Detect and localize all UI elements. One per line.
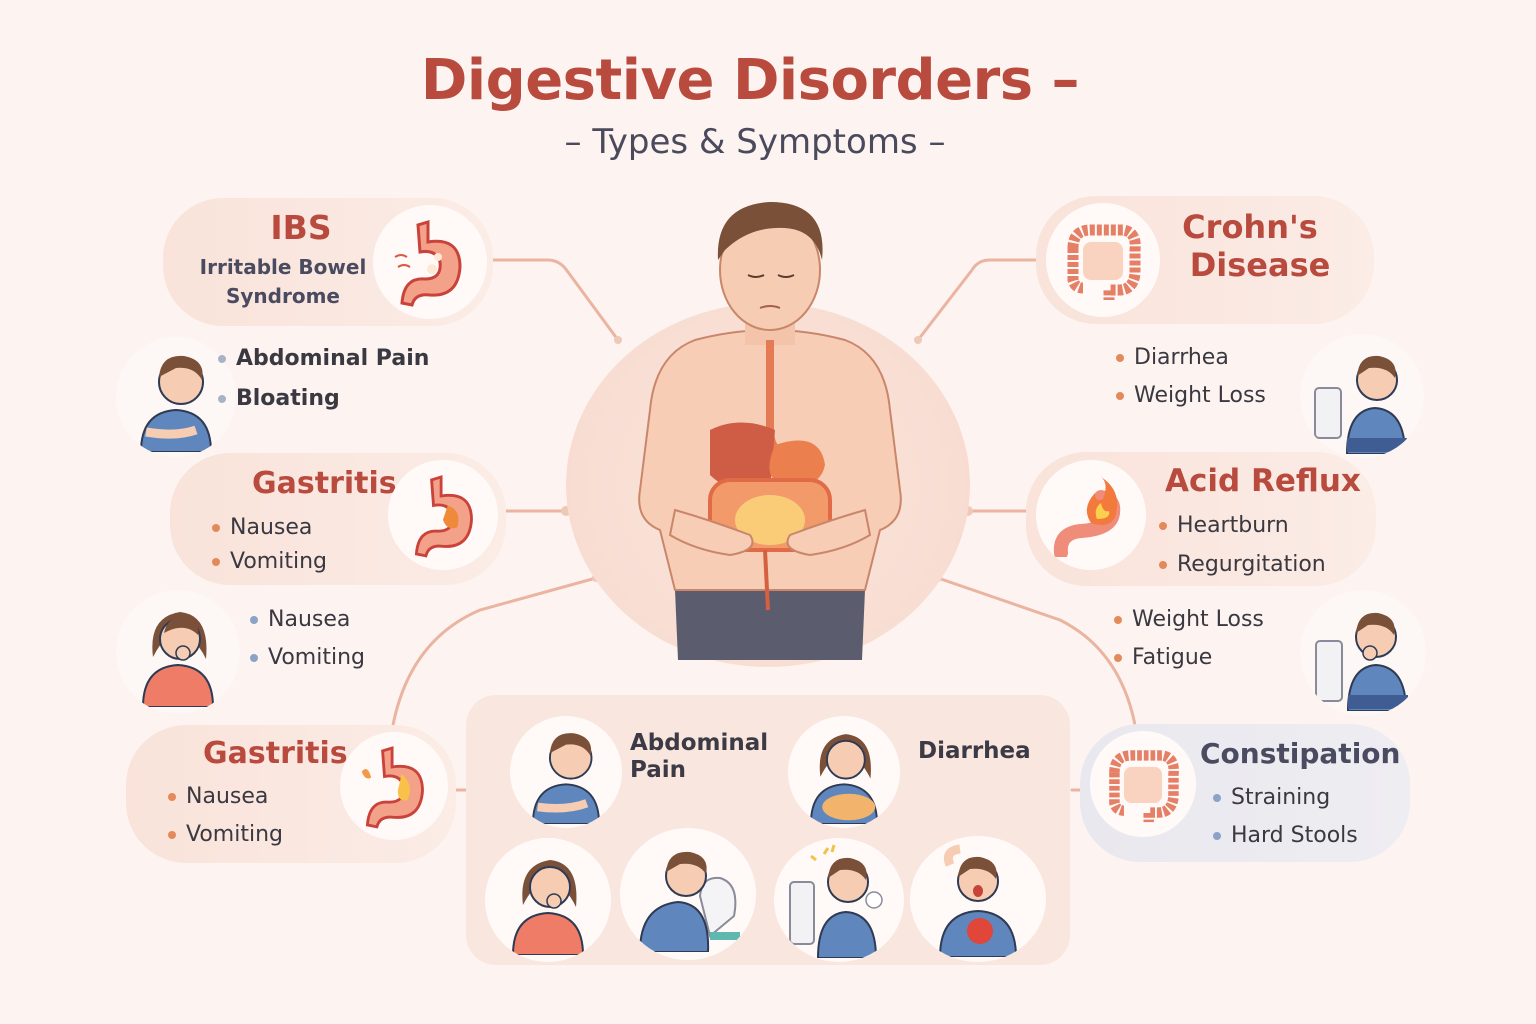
- panel-label-abdominal-line1: Abdominal: [630, 730, 769, 756]
- man-chest-pain-icon: [910, 836, 1046, 962]
- acid-reflux-extra-symptom-item: Weight Loss: [1114, 607, 1264, 632]
- ibs-subtitle-line2: Syndrome: [225, 284, 340, 308]
- bullet-icon: [1159, 521, 1167, 530]
- acid-reflux-extra-symptom-item: Fatigue: [1114, 645, 1212, 670]
- bullet-icon: [218, 394, 226, 403]
- page-title: Digestive Disorders –: [420, 48, 1080, 113]
- panel-label-diarrhea: Diarrhea: [918, 738, 1031, 764]
- acid-reflux-symptom-item: Regurgitation: [1159, 552, 1326, 577]
- gastritis-symptom-item: Vomiting: [212, 549, 327, 574]
- acid-reflux-title: Acid Reflux: [1165, 463, 1361, 499]
- bullet-icon: [1116, 353, 1124, 362]
- crohns-title-line2: Disease: [1189, 246, 1331, 284]
- crohns-symptom-item: Diarrhea: [1116, 345, 1229, 370]
- burning-stomach-icon: [340, 732, 448, 840]
- bullet-icon: [1114, 653, 1122, 662]
- ibs-title: IBS: [270, 208, 332, 247]
- bullet-icon: [1114, 615, 1122, 624]
- gastritis-2-title: Gastritis: [203, 736, 348, 771]
- inflamed-stomach-icon: [388, 460, 498, 570]
- colon-icon: [1090, 731, 1196, 837]
- esophagus-fire-icon: [1036, 460, 1146, 570]
- gastritis-2-symptom-item: Vomiting: [168, 822, 283, 847]
- bullet-icon: [168, 830, 176, 839]
- constipation-title: Constipation: [1200, 737, 1401, 770]
- bullet-icon: [1213, 831, 1221, 840]
- bullet-icon: [1116, 391, 1124, 400]
- constipation-symptom-item: Straining: [1213, 785, 1330, 810]
- man-holding-stomach-icon: [116, 337, 236, 457]
- constipation-symptom-item: Hard Stools: [1213, 823, 1358, 848]
- man-coughing-toilet-icon: [774, 838, 904, 962]
- gastritis-symptom-item: Nausea: [212, 515, 312, 540]
- panel-label-abdominal-line2: Pain: [630, 757, 687, 783]
- bullet-icon: [1213, 793, 1221, 802]
- bullet-icon: [212, 557, 220, 566]
- ibs-symptom-item: Abdominal Pain: [218, 346, 429, 371]
- bullet-icon: [250, 653, 258, 662]
- man-vomiting-toilet-icon: [620, 828, 756, 960]
- man-tired-toilet-icon: [1300, 590, 1426, 716]
- man-on-toilet-icon: [1300, 334, 1424, 458]
- crohns-title-line1: Crohn's: [1182, 208, 1318, 246]
- bullet-icon: [250, 615, 258, 624]
- bullet-icon: [212, 523, 220, 532]
- woman-bloated-belly-icon: [788, 716, 900, 828]
- page-subtitle: – Types & Symptoms –: [564, 122, 946, 162]
- gastritis-2-symptom-item: Nausea: [168, 784, 268, 809]
- intestines-icon: [1046, 203, 1160, 317]
- human-digestive-system-icon: [638, 202, 902, 660]
- bullet-icon: [168, 792, 176, 801]
- ibs-subtitle-line1: Irritable Bowel: [199, 255, 367, 279]
- woman-nauseous-icon: [116, 590, 240, 714]
- acid-reflux-symptom-item: Heartburn: [1159, 513, 1289, 538]
- stomach-icon: [373, 205, 487, 319]
- gastritis-extra-symptom-item: Nausea: [250, 607, 350, 632]
- ibs-symptom-item: Bloating: [218, 386, 340, 411]
- bullet-icon: [1159, 560, 1167, 569]
- crohns-symptom-item: Weight Loss: [1116, 383, 1266, 408]
- man-abdominal-pain-icon: [510, 716, 622, 828]
- woman-nausea-icon: [485, 838, 611, 962]
- gastritis-extra-symptom-item: Vomiting: [250, 645, 365, 670]
- bullet-icon: [218, 354, 226, 363]
- gastritis-title: Gastritis: [252, 466, 397, 501]
